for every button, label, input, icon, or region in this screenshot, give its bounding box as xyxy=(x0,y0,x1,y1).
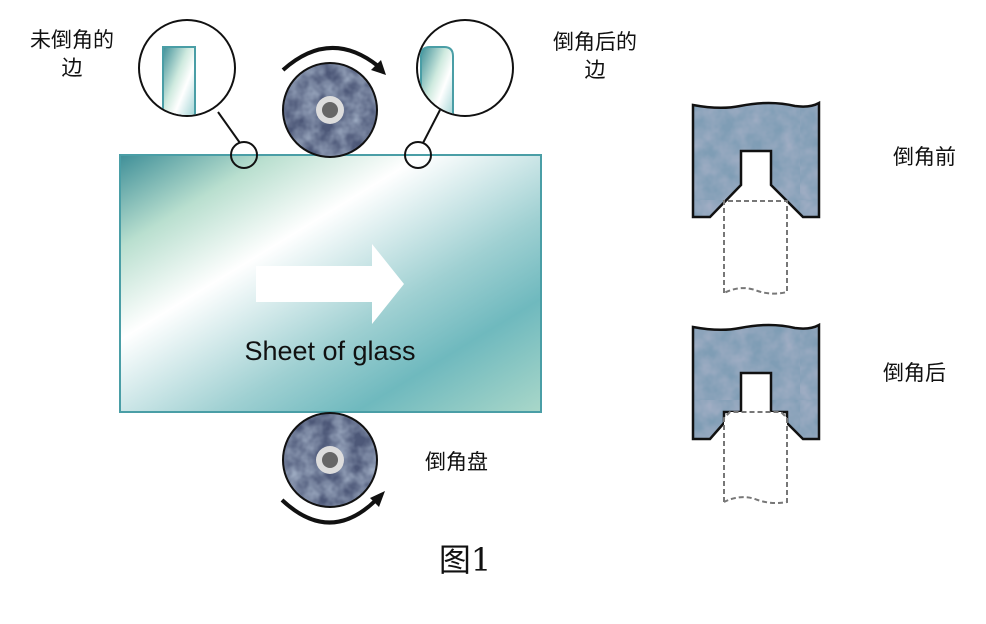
label-line: 未倒角的 xyxy=(30,28,114,52)
top-chamfer-wheel xyxy=(282,62,378,158)
figure-caption: 图1 xyxy=(438,541,492,579)
chamfered-edge-label: 倒角后的 边 xyxy=(545,28,645,84)
bottom-chamfer-wheel xyxy=(282,412,378,508)
wheel-profile-after xyxy=(691,322,821,504)
direction-arrow-icon xyxy=(256,244,404,324)
label-line: 边 xyxy=(61,56,83,80)
before-label: 倒角前 xyxy=(893,145,956,169)
rotation-arrow-clockwise-icon xyxy=(281,45,386,75)
chamfered-edge-magnifier xyxy=(404,19,514,169)
after-label: 倒角后 xyxy=(883,361,946,385)
unchamfered-edge-label: 未倒角的 边 xyxy=(22,26,122,82)
chamfer-wheel-label: 倒角盘 xyxy=(425,450,488,474)
glass-label: Sheet of glass xyxy=(244,336,416,366)
wheel-profile-before xyxy=(691,100,821,295)
label-line: 边 xyxy=(584,58,606,82)
rotation-arrow-bottom-icon xyxy=(280,491,385,525)
label-line: 倒角后的 xyxy=(553,30,637,54)
glass-edge-after xyxy=(723,411,788,504)
unchamfered-edge-magnifier xyxy=(138,19,258,169)
glass-edge-before xyxy=(723,200,788,295)
